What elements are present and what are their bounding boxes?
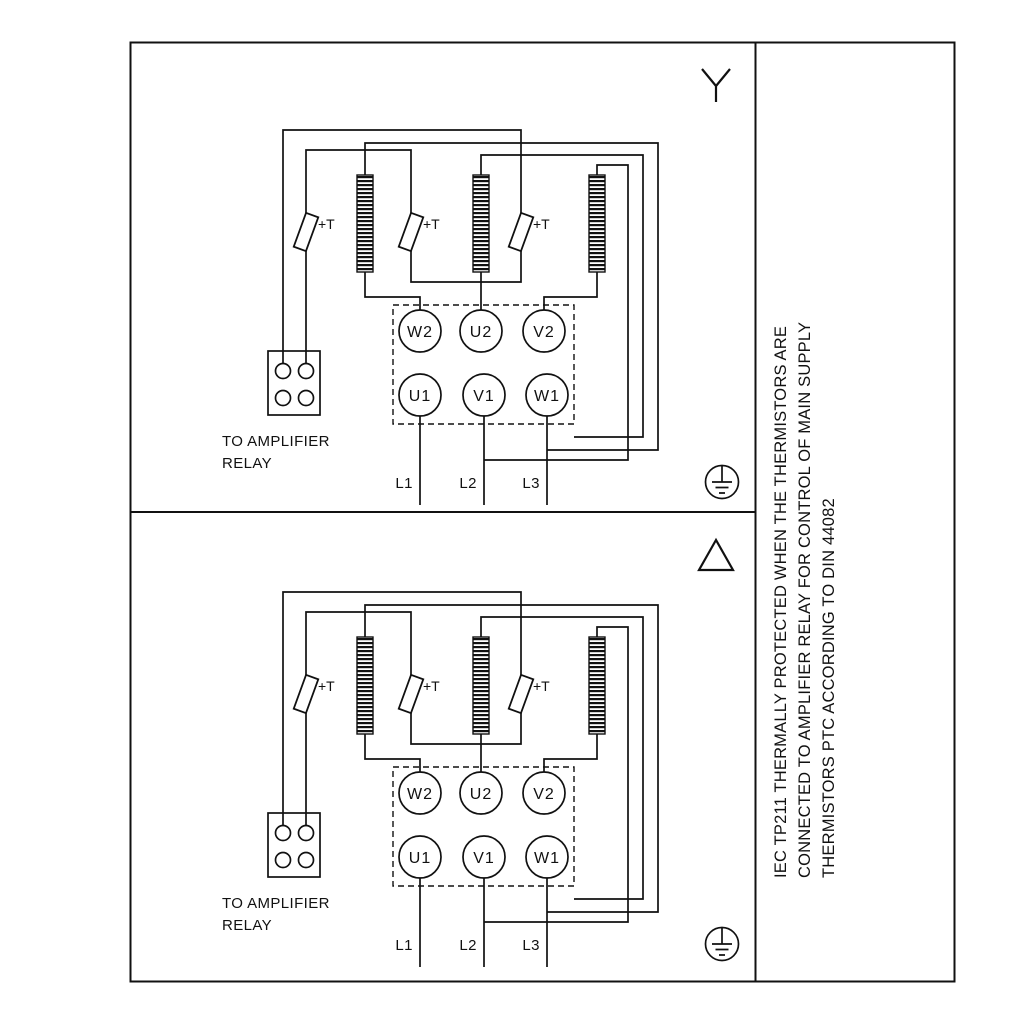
relay-terminal [297, 824, 315, 842]
terminal-label: U1 [409, 388, 431, 405]
earth-ground-icon [704, 464, 740, 500]
wire [480, 616, 644, 900]
terminal-label: W2 [407, 324, 433, 341]
wire [364, 272, 421, 310]
terminal-V2 [522, 771, 566, 815]
motor-winding-icon [588, 174, 606, 273]
amplifier-relay-note: TO AMPLIFIER [222, 433, 330, 450]
motor-winding-icon [472, 174, 490, 273]
wire [543, 734, 598, 772]
terminal-label: V1 [473, 850, 495, 867]
terminal-label: W1 [534, 850, 560, 867]
amplifier-relay-terminal-block [267, 812, 321, 878]
thermistor-label: +T [423, 678, 440, 694]
amplifier-relay-note: RELAY [222, 455, 272, 472]
star-connection-icon [701, 68, 731, 102]
thermistor-icon [507, 211, 535, 253]
wire [480, 154, 644, 438]
earth-ground-icon [704, 926, 740, 962]
supply-line-label-L2: L2 [459, 475, 477, 492]
terminal-W2 [398, 309, 442, 353]
terminal-W2 [398, 771, 442, 815]
terminal-V1 [462, 835, 506, 879]
terminal-label: U2 [470, 786, 492, 803]
thermistor-label: +T [423, 216, 440, 232]
side-note: IEC TP211 THERMALLY PROTECTED WHEN THE T… [772, 322, 838, 878]
terminal-board-outline [392, 766, 575, 887]
wire [305, 149, 412, 214]
thermistor-icon [507, 673, 535, 715]
wire [410, 712, 522, 745]
terminal-label: V2 [533, 324, 555, 341]
relay-terminal [297, 851, 315, 869]
thermistor-icon [292, 673, 320, 715]
terminal-U2 [459, 309, 503, 353]
terminal-W1 [525, 835, 569, 879]
relay-terminal [297, 362, 315, 380]
terminal-label: W1 [534, 388, 560, 405]
terminal-U2 [459, 771, 503, 815]
thermistor-icon [292, 211, 320, 253]
thermistor-icon [397, 673, 425, 715]
relay-terminal [274, 824, 292, 842]
side-note-line-2: CONNECTED TO AMPLIFIER RELAY FOR CONTROL… [796, 322, 814, 878]
terminal-label: W2 [407, 786, 433, 803]
wire [484, 164, 629, 461]
terminal-label: V1 [473, 388, 495, 405]
relay-terminal [274, 362, 292, 380]
thermistor-label: +T [318, 678, 335, 694]
terminal-V1 [462, 373, 506, 417]
amplifier-relay-terminal-block [267, 350, 321, 416]
amplifier-relay-note: RELAY [222, 917, 272, 934]
motor-winding-icon [356, 174, 374, 273]
wire [410, 250, 522, 283]
terminal-V2 [522, 309, 566, 353]
terminal-board-outline [392, 304, 575, 425]
relay-terminal [297, 389, 315, 407]
thermistor-icon [397, 211, 425, 253]
supply-line-label-L1: L1 [395, 475, 413, 492]
terminal-U1 [398, 373, 442, 417]
supply-line-label-L3: L3 [522, 475, 540, 492]
terminal-W1 [525, 373, 569, 417]
wire [543, 272, 598, 310]
supply-line-label-L2: L2 [459, 937, 477, 954]
side-note-line-1: IEC TP211 THERMALLY PROTECTED WHEN THE T… [772, 326, 790, 878]
wire [484, 626, 629, 923]
terminal-label: U1 [409, 850, 431, 867]
supply-line-label-L3: L3 [522, 937, 540, 954]
wire [364, 734, 421, 772]
thermistor-label: +T [533, 216, 550, 232]
motor-winding-icon [472, 636, 490, 735]
supply-line-label-L1: L1 [395, 937, 413, 954]
thermistor-label: +T [533, 678, 550, 694]
terminal-label: U2 [470, 324, 492, 341]
delta-connection-icon [697, 537, 735, 572]
wire [282, 591, 522, 825]
motor-winding-icon [588, 636, 606, 735]
motor-winding-icon [356, 636, 374, 735]
relay-terminal [274, 851, 292, 869]
terminal-U1 [398, 835, 442, 879]
thermistor-label: +T [318, 216, 335, 232]
wire [364, 142, 659, 451]
amplifier-relay-note: TO AMPLIFIER [222, 895, 330, 912]
terminal-label: V2 [533, 786, 555, 803]
wire [364, 604, 659, 913]
relay-terminal [274, 389, 292, 407]
wire [305, 611, 412, 676]
side-note-line-3: THERMISTORS PTC ACCORDING TO DIN 44082 [820, 498, 838, 878]
wire [282, 129, 522, 363]
